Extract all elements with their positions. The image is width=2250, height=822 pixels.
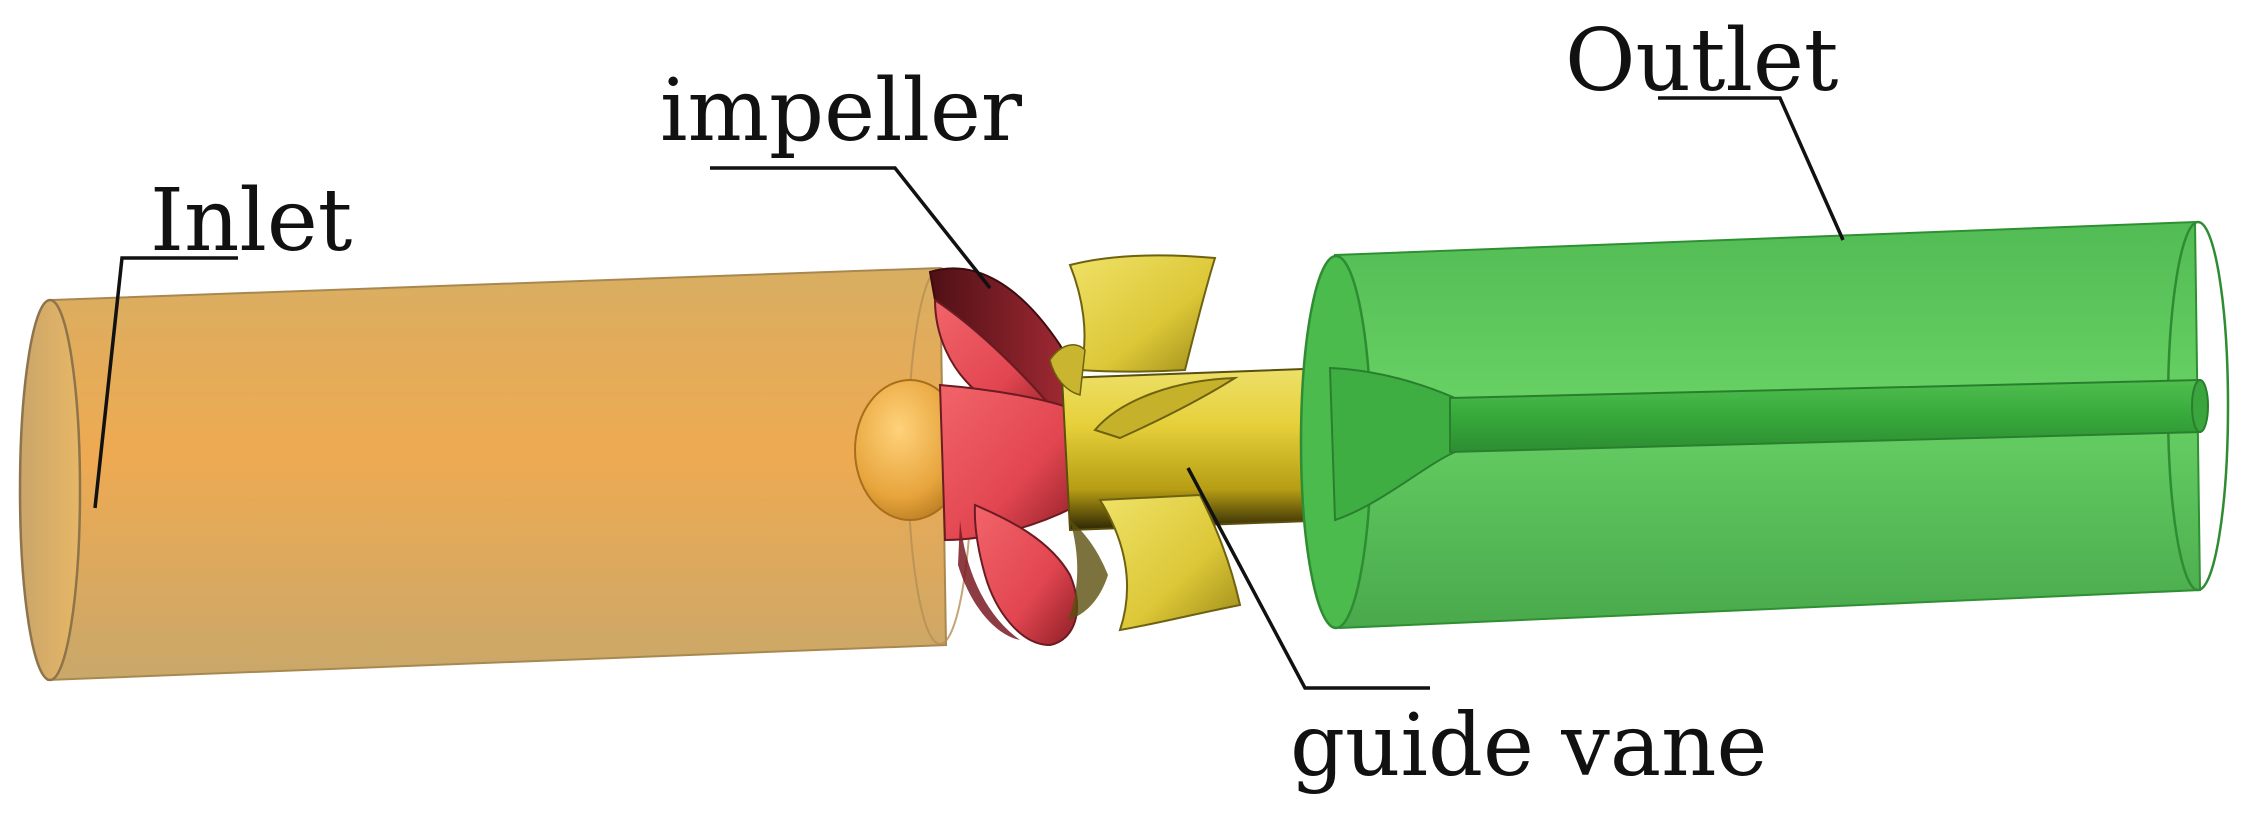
- guide-vane-leader-line: [1186, 467, 1430, 690]
- impeller-lower-blade-shadow: [958, 520, 1020, 640]
- inlet-left-face: [18, 298, 82, 682]
- impeller-label: impeller: [660, 61, 1023, 161]
- guide-vane-hub-blade: [1093, 376, 1239, 440]
- guide-vane-back-blade: [1049, 344, 1086, 396]
- guide-vane: [1049, 254, 1337, 632]
- inlet-leader-line: [93, 256, 238, 509]
- guide-vane-top-blade: [1068, 254, 1217, 373]
- inlet-label: Inlet: [150, 171, 352, 271]
- guide-vane-bottom-blade: [1098, 493, 1242, 632]
- outlet-leader-line: [1658, 96, 1845, 241]
- inlet-cylinder: [18, 266, 973, 682]
- guide-vane-bottom-blade-shadow: [1068, 520, 1108, 620]
- outlet-label: Outlet: [1565, 11, 1838, 111]
- outlet-cylinder: [1299, 220, 2230, 630]
- inlet-cylinder-body: [46, 266, 948, 682]
- impeller-lower-blade: [973, 503, 1079, 647]
- impeller-hub: [938, 383, 1080, 542]
- guide-vane-label: guide vane: [1290, 696, 1767, 796]
- outlet-shaft-end: [2191, 379, 2209, 433]
- impeller-leader-line: [710, 166, 992, 290]
- impeller: [854, 267, 1080, 647]
